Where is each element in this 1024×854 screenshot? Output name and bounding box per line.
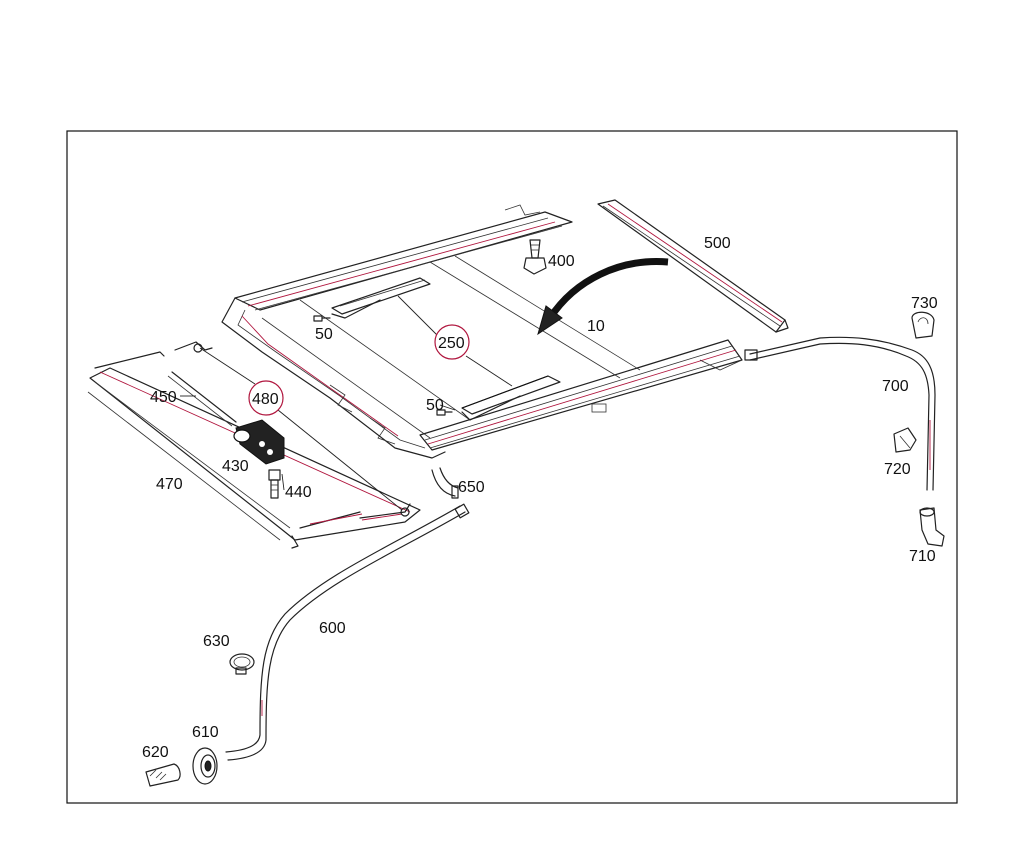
part-400-bolt [523, 239, 547, 275]
part-labels: 10 50 50 250 400 430 440 450 470 480 500… [142, 235, 938, 761]
label-400: 400 [548, 253, 575, 270]
label-440: 440 [285, 484, 312, 501]
label-50-b: 50 [426, 397, 444, 414]
leader-lines [180, 295, 513, 511]
part-250-deflector [331, 277, 561, 421]
direction-arrow [547, 258, 669, 320]
part-50-screw-b [436, 409, 453, 416]
part-450-cable [167, 371, 237, 427]
part-730-clip [911, 311, 935, 339]
label-250: 250 [438, 335, 465, 352]
part-440-bolt [268, 469, 281, 499]
part-600-drain-hose [225, 503, 470, 761]
part-610-grommet [192, 747, 218, 785]
part-10-sunroof-frame [221, 204, 743, 459]
label-730: 730 [911, 295, 938, 312]
label-650: 650 [458, 479, 485, 496]
label-450: 450 [150, 389, 177, 406]
direction-arrow-head [537, 305, 563, 336]
part-500-seal-strip [597, 199, 789, 333]
part-620-end-valve [145, 763, 181, 787]
part-700-drain-hose [744, 336, 936, 491]
part-710-valve [919, 507, 945, 547]
label-500: 500 [704, 235, 731, 252]
label-480-circle [248, 380, 284, 416]
label-600: 600 [319, 620, 346, 637]
diagram-frame [66, 130, 958, 804]
label-250-circle [434, 324, 470, 360]
part-650-connector [431, 467, 459, 499]
label-10: 10 [587, 318, 605, 335]
part-50-screw-a [313, 315, 331, 322]
label-50-a: 50 [315, 326, 333, 343]
label-430: 430 [222, 458, 249, 475]
part-720-clip [893, 427, 917, 453]
label-700: 700 [882, 378, 909, 395]
label-710: 710 [909, 548, 936, 565]
label-630: 630 [203, 633, 230, 650]
label-720: 720 [884, 461, 911, 478]
label-620: 620 [142, 744, 169, 761]
label-610: 610 [192, 724, 219, 741]
label-470: 470 [156, 476, 183, 493]
label-480: 480 [252, 391, 279, 408]
part-630-clamp [229, 653, 255, 675]
part-430-motor [233, 419, 285, 465]
